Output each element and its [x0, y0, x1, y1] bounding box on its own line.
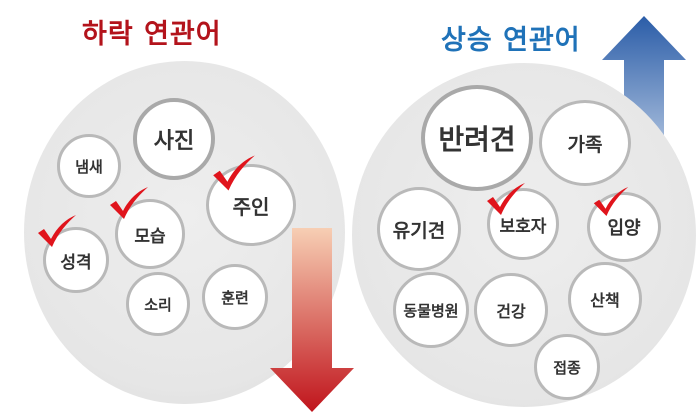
keyword-bubble: 보호자 [487, 188, 559, 260]
rising-keywords-title: 상승 연관어 [441, 25, 581, 56]
keyword-bubble: 소리 [126, 272, 190, 336]
falling-keywords-title: 하락 연관어 [82, 19, 222, 50]
keyword-bubble: 동물병원 [393, 272, 469, 348]
keyword-bubble: 건강 [474, 273, 548, 347]
check-mark-icon [38, 215, 76, 247]
check-mark-icon [487, 183, 525, 215]
keyword-bubble: 냄새 [57, 134, 121, 198]
arrow-down-icon [270, 228, 354, 412]
check-mark-icon [110, 187, 148, 219]
keyword-bubble: 반려견 [421, 85, 533, 191]
keyword-bubble: 가족 [539, 100, 631, 186]
keyword-bubble: 성격 [43, 227, 109, 293]
check-mark-icon [593, 187, 629, 216]
keyword-bubble: 훈련 [202, 264, 268, 330]
arrow-up-icon [602, 16, 686, 202]
keyword-bubble: 사진 [133, 98, 215, 180]
keyword-bubble: 접종 [534, 334, 600, 400]
keyword-bubble: 유기견 [377, 187, 461, 271]
keyword-bubble: 산책 [568, 262, 642, 336]
check-mark-icon [213, 155, 255, 191]
keyword-bubble: 모습 [115, 199, 185, 269]
